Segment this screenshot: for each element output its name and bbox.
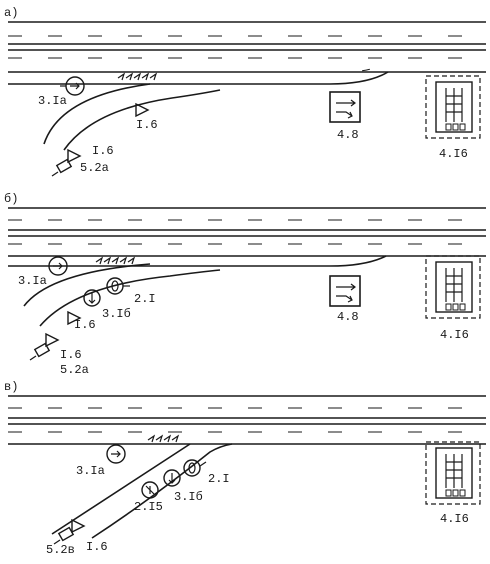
label-4-8: 4.8 (337, 310, 359, 324)
label-4-16: 4.I6 (440, 328, 469, 342)
panel-v-label: в) (4, 380, 18, 394)
lane-layout-sign (425, 255, 481, 319)
label-1-6-road: I.6 (136, 118, 158, 132)
no-entry-sign (106, 444, 126, 464)
no-entry-sign (48, 256, 68, 276)
label-1-6-pole: I.6 (60, 348, 82, 362)
pole-sign-icon (53, 518, 86, 545)
panel-b-label: б) (4, 192, 18, 206)
label-4-16: 4.I6 (439, 147, 468, 161)
warning-triangle-icon (67, 310, 82, 326)
label-4-8: 4.8 (337, 128, 359, 142)
ramp-edge-outer (23, 263, 151, 307)
label-1-6: I.6 (86, 540, 108, 554)
mandatory-direction-sign-icon (83, 289, 101, 307)
label-5-2a: 5.2а (80, 161, 109, 175)
label-5-2v: 5.2в (46, 543, 75, 557)
label-2-1: 2.I (208, 472, 230, 486)
panel-b: б) 3.Iа 2.I 3.Iб I.6 (4, 192, 486, 377)
acceleration-lane-edge (8, 255, 387, 267)
gore-chevron-marking (117, 72, 158, 81)
gore-chevron-marking (95, 256, 136, 265)
panel-v: в) 3.Iа 2.I 3.Iб 2.I5 (4, 380, 486, 557)
label-3-1b: 3.Iб (102, 307, 131, 321)
lane-layout-sign (425, 441, 481, 505)
ramp-edge-outer (43, 83, 151, 145)
acceleration-lane-marking (180, 61, 387, 73)
label-3-1a: 3.Iа (38, 94, 67, 108)
label-3-1a: 3.Iа (76, 464, 105, 478)
pole-sign-icon (29, 332, 60, 361)
priority-road-sign-icon (183, 459, 207, 477)
lane-layout-sign (425, 75, 481, 139)
ramp-edge-outer (51, 443, 191, 535)
direction-arrows-sign (329, 275, 361, 307)
gore-chevron-marking (147, 434, 180, 443)
priority-road-sign-icon (106, 277, 130, 295)
no-entry-sign (60, 76, 85, 96)
label-3-1a: 3.Iа (18, 274, 47, 288)
label-5-2a: 5.2а (60, 363, 89, 377)
acceleration-lane-edge (8, 71, 389, 85)
label-4-16: 4.I6 (440, 512, 469, 526)
pole-sign-icon (51, 148, 82, 177)
ramp-edge-inner (63, 89, 221, 151)
warning-triangle-icon (135, 102, 150, 118)
ramp-edge-inner (39, 269, 221, 327)
label-1-6-road: I.6 (74, 318, 96, 332)
label-2-15: 2.I5 (134, 500, 163, 514)
panel-a: а) 3.Iа I.6 I.6 5.2а (4, 6, 486, 177)
yield-sign-icon (141, 481, 159, 499)
ramp-edge-inner (91, 443, 233, 539)
panel-a-label: а) (4, 6, 18, 20)
mandatory-direction-sign-icon (163, 469, 181, 487)
label-1-6-pole: I.6 (92, 144, 114, 158)
label-3-1b: 3.Iб (174, 490, 203, 504)
direction-arrows-sign (329, 91, 361, 123)
label-2-1: 2.I (134, 292, 156, 306)
